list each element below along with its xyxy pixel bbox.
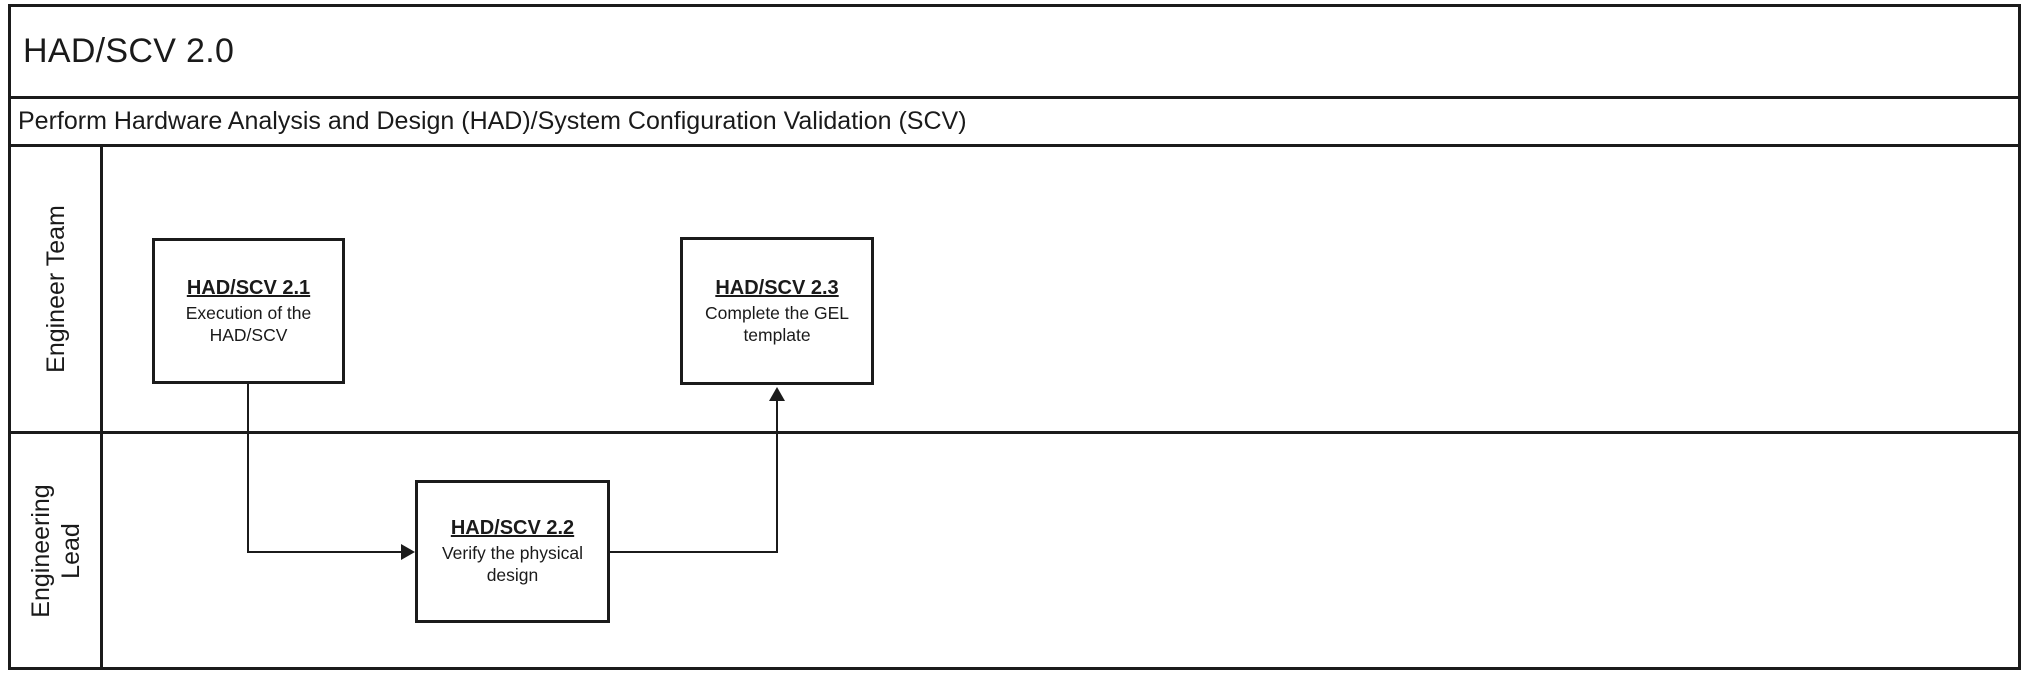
lane-body-engineering-lead xyxy=(103,434,2018,667)
lane-engineer-team: Engineer Team xyxy=(11,147,2018,434)
lane-body-engineer-team xyxy=(103,147,2018,431)
diagram-subtitle: Perform Hardware Analysis and Design (HA… xyxy=(18,107,967,135)
process-node-had-scv-2-3: HAD/SCV 2.3 Complete the GEL template xyxy=(680,237,874,385)
diagram-subtitle-row: Perform Hardware Analysis and Design (HA… xyxy=(11,99,2018,147)
lane-label-cell-engineer-team: Engineer Team xyxy=(11,147,103,431)
process-node-description: Verify the physical design xyxy=(441,543,584,585)
diagram-title-row: HAD/SCV 2.0 xyxy=(11,7,2018,99)
diagram-frame: HAD/SCV 2.0 Perform Hardware Analysis an… xyxy=(8,4,2021,670)
process-node-description: Execution of the HAD/SCV xyxy=(185,302,312,345)
process-node-description: Complete the GEL template xyxy=(705,302,849,345)
process-node-title: HAD/SCV 2.1 xyxy=(186,276,311,299)
lane-engineering-lead: Engineering Lead xyxy=(11,434,2018,667)
lane-label-cell-engineering-lead: Engineering Lead xyxy=(11,434,103,667)
lane-label-engineering-lead: Engineering Lead xyxy=(26,483,85,618)
process-node-had-scv-2-1: HAD/SCV 2.1 Execution of the HAD/SCV xyxy=(152,238,345,384)
process-node-had-scv-2-2: HAD/SCV 2.2 Verify the physical design xyxy=(415,480,610,623)
process-node-title: HAD/SCV 2.3 xyxy=(715,276,839,299)
swimlanes: Engineer Team Engineering Lead xyxy=(11,147,2018,667)
lane-label-engineer-team: Engineer Team xyxy=(41,205,70,373)
process-node-title: HAD/SCV 2.2 xyxy=(450,517,575,540)
diagram-title: HAD/SCV 2.0 xyxy=(23,32,235,70)
